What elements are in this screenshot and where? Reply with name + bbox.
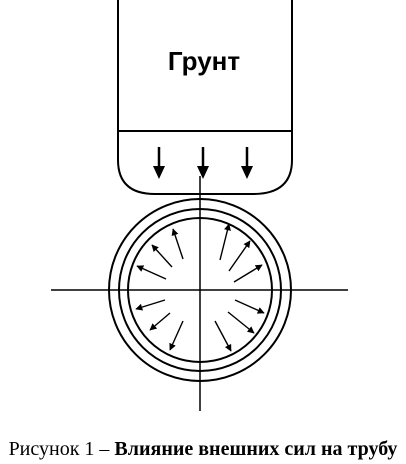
pressure-arrow-icon (228, 240, 251, 272)
pressure-arrow-icon (136, 265, 167, 280)
figure-caption: Рисунок 1 – Влияние внешних сил на трубу (0, 438, 406, 461)
load-arrow-left-head (153, 166, 165, 179)
load-pad (117, 131, 293, 195)
pressure-arrows (135, 223, 265, 352)
load-arrows (153, 147, 253, 179)
pressure-arrow-icon (149, 312, 171, 331)
pressure-arrow-icon (219, 223, 231, 261)
pressure-arrow-icon (151, 244, 173, 268)
pressure-arrow-icon (171, 228, 184, 260)
pressure-arrow-icon (169, 320, 184, 351)
load-arrow-center-head (197, 166, 209, 179)
pressure-arrow-icon (135, 299, 166, 311)
soil-block (117, 0, 293, 132)
pressure-arrow-icon (234, 299, 265, 314)
caption-title: Влияние внешних сил на трубу (114, 438, 398, 460)
pressure-arrow-icon (233, 264, 263, 283)
pressure-arrow-icon (214, 320, 232, 352)
caption-prefix: Рисунок 1 – (8, 438, 115, 460)
pressure-arrow-icon (227, 311, 255, 334)
load-arrow-right-head (241, 166, 253, 179)
soil-label: Грунт (168, 46, 240, 76)
